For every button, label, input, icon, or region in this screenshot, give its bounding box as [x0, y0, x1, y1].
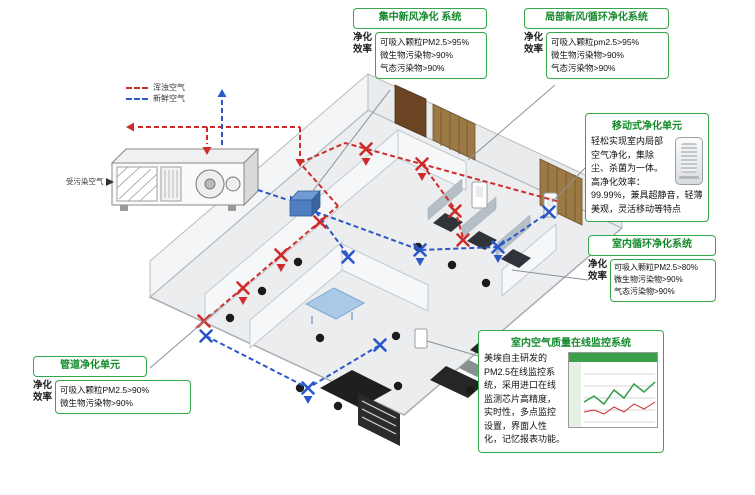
- callout-monitor-system: 室内空气质量在线监控系统 美埃自主研发的PM2.5在线监控系统，采用进口在线监测…: [478, 330, 664, 453]
- interior-walls: [204, 128, 583, 350]
- efficiency-label-top: 净化: [588, 258, 608, 270]
- monitor-screenshot: [568, 352, 658, 428]
- callout-title: 集中新风净化 系统: [353, 8, 487, 29]
- efficiency-line: 气态污染物>90%: [614, 287, 675, 297]
- purifier-image: [675, 137, 703, 185]
- ahu-unit: [106, 147, 260, 211]
- ahu-inlet-label: 受污染空气: [66, 177, 104, 186]
- efficiency-label-top: 净化: [524, 31, 544, 43]
- callout-duct-unit: 管道净化单元 净化 效率 可吸入颗粒PM2.5>90% 微生物污染物>90%: [33, 356, 191, 414]
- entrance-mat: [358, 393, 400, 446]
- efficiency-line: 微生物污染物>90%: [380, 49, 453, 60]
- monitor-panel: [414, 328, 428, 349]
- legend-label: 新鲜空气: [153, 94, 185, 103]
- callout-connectors: [149, 84, 589, 369]
- callout-central-system: 集中新风净化 系统 净化 效率 可吸入颗粒PM2.5>95% 微生物污染物>90…: [353, 8, 487, 80]
- callout-title: 移动式净化单元: [612, 121, 682, 132]
- efficiency-line: 可吸入颗粒PM2.5>80%: [614, 262, 698, 272]
- wood-panel: [432, 103, 476, 161]
- inlet-arrow: [106, 178, 114, 186]
- efficiency-line: 微生物污染物>90%: [60, 397, 133, 408]
- purifier-grille: [681, 143, 697, 173]
- legend-item-fresh: 新鲜空气: [126, 93, 185, 104]
- efficiency-values: 可吸入颗粒PM2.5>80% 微生物污染物>90% 气态污染物>90%: [610, 258, 716, 302]
- callout-indoor-system: 室内循环净化系统 净化 效率 可吸入颗粒PM2.5>80% 微生物污染物>90%…: [588, 235, 716, 302]
- efficiency-line: 可吸入颗粒PM2.5>95%: [380, 36, 470, 47]
- blue-arrow-icon: [217, 89, 227, 97]
- meeting-table: [320, 370, 392, 408]
- legend-item-polluted: 浑浊空气: [126, 82, 185, 93]
- efficiency-label: 净化 效率: [33, 380, 52, 406]
- efficiency-label-bottom: 效率: [33, 392, 53, 404]
- chairs: [225, 242, 491, 411]
- callout-mobile-unit: 移动式净化单元 轻松实现室内局部空气净化，集除尘、杀菌为一体。高净化效率：99.…: [585, 113, 709, 222]
- blue-table: [304, 287, 366, 320]
- callout-local-system: 局部新风/循环净化系统 净化 效率 可吸入颗粒pm2.5>95% 微生物污染物>…: [524, 8, 669, 80]
- blue-fan-icon: [199, 329, 213, 343]
- efficiency-label-bottom: 效率: [353, 44, 373, 56]
- red-arrow-icon: [126, 122, 134, 132]
- callout-description: 美埃自主研发的PM2.5在线监控系统，采用进口在线监测芯片高精度，实时性，多点监…: [484, 353, 566, 444]
- efficiency-line: 气态污染物>90%: [380, 62, 445, 73]
- efficiency-values: 可吸入颗粒pm2.5>95% 微生物污染物>90% 气态污染物>90%: [546, 31, 669, 80]
- door: [394, 84, 427, 138]
- callout-title: 室内空气质量在线监控系统: [511, 338, 631, 349]
- callout-description-wrap: 轻松实现室内局部空气净化，集除尘、杀菌为一体。高净化效率：99.99%，兼具超静…: [591, 135, 703, 216]
- efficiency-values: 可吸入颗粒PM2.5>90% 微生物污染物>90%: [55, 379, 191, 414]
- office-furniture: [225, 178, 558, 446]
- efficiency-values: 可吸入颗粒PM2.5>95% 微生物污染物>90% 气态污染物>90%: [375, 31, 487, 80]
- efficiency-label-bottom: 效率: [588, 271, 608, 283]
- blue-arrow-icon: [303, 396, 313, 404]
- airflow-legend: 浑浊空气 新鲜空气: [126, 82, 185, 104]
- purifier-base: [679, 176, 699, 179]
- legend-label: 浑浊空气: [153, 83, 185, 92]
- callout-title: 管道净化单元: [33, 356, 147, 377]
- efficiency-line: 气态污染物>90%: [551, 62, 616, 73]
- efficiency-line: 可吸入颗粒pm2.5>95%: [551, 36, 640, 47]
- red-dash-icon: [126, 86, 148, 89]
- efficiency-label-bottom: 效率: [524, 44, 544, 56]
- efficiency-label: 净化 效率: [524, 32, 543, 58]
- efficiency-label: 净化 效率: [588, 259, 607, 285]
- duct-purifier-box: [289, 189, 321, 218]
- efficiency-line: 可吸入颗粒PM2.5>90%: [60, 384, 150, 395]
- blue-dash-icon: [126, 97, 148, 100]
- callout-title: 室内循环净化系统: [588, 235, 716, 256]
- efficiency-line: 微生物污染物>90%: [551, 49, 624, 60]
- efficiency-label-top: 净化: [33, 379, 53, 391]
- efficiency-line: 微生物污染物>90%: [614, 274, 683, 284]
- callout-description-wrap: 美埃自主研发的PM2.5在线监控系统，采用进口在线监测芯片高精度，实时性，多点监…: [484, 352, 658, 447]
- callout-title: 局部新风/循环净化系统: [524, 8, 669, 29]
- efficiency-label-top: 净化: [353, 31, 373, 43]
- efficiency-label: 净化 效率: [353, 32, 372, 58]
- callout-description: 轻松实现室内局部空气净化，集除尘、杀菌为一体。高净化效率：99.99%，兼具超静…: [591, 136, 703, 214]
